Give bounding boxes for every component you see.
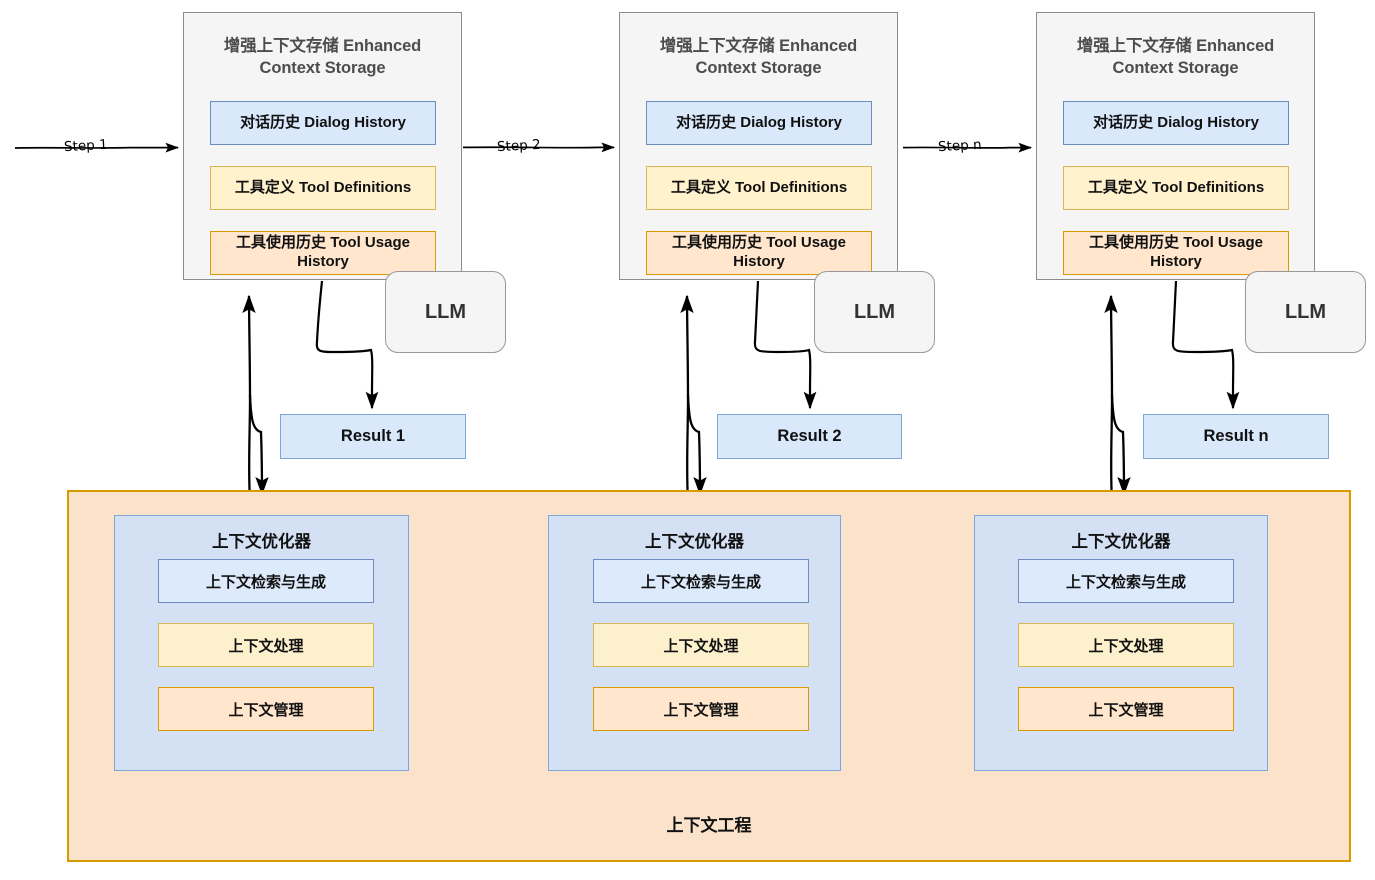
optimizer-title: 上下文优化器 [645,533,744,551]
result-label: Result 1 [340,427,406,445]
llm-result-arrow-3 [1171,280,1240,410]
step-label-3: Step n [937,136,982,156]
optimizer-slot-management[interactable]: 上下文管理 [593,687,809,731]
slot-tool-definitions[interactable]: 工具定义 Tool Definitions [210,166,436,210]
enhanced-context-storage-card-1[interactable]: 增强上下文存储 Enhanced Context Storage 对话历史 Di… [183,12,462,280]
storage-optimizer-arrow-1 [242,294,269,501]
result-box-2[interactable]: Result 2 [717,414,902,459]
llm-box-2[interactable]: LLM [814,271,935,353]
optimizer-slot-management[interactable]: 上下文管理 [1018,687,1234,731]
llm-result-arrow-2 [753,280,817,410]
context-optimizer-1[interactable]: 上下文优化器 上下文检索与生成 上下文处理 上下文管理 [114,515,409,771]
optimizer-slot-management[interactable]: 上下文管理 [158,687,374,731]
slot-dialog-history[interactable]: 对话历史 Dialog History [210,101,436,145]
storage-card-title: 增强上下文存储 Enhanced Context Storage [659,37,858,78]
optimizer-slot-retrieval[interactable]: 上下文检索与生成 [158,559,374,603]
optimizer-title: 上下文优化器 [1071,533,1171,551]
context-engineering-label: 上下文工程 [666,816,752,835]
step-label-1: Step 1 [63,136,109,156]
optimizer-slot-processing[interactable]: 上下文处理 [158,623,374,667]
slot-tool-usage-history[interactable]: 工具使用历史 Tool Usage History [210,231,436,275]
slot-tool-usage-history[interactable]: 工具使用历史 Tool Usage History [1063,231,1289,275]
context-optimizer-2[interactable]: 上下文优化器 上下文检索与生成 上下文处理 上下文管理 [548,515,841,771]
slot-dialog-history[interactable]: 对话历史 Dialog History [646,101,872,145]
optimizer-slot-retrieval[interactable]: 上下文检索与生成 [1018,559,1234,603]
enhanced-context-storage-card-2[interactable]: 增强上下文存储 Enhanced Context Storage 对话历史 Di… [619,12,898,280]
llm-label: LLM [853,300,896,323]
result-label: Result n [1203,427,1269,445]
storage-card-title: 增强上下文存储 Enhanced Context Storage [223,37,422,78]
result-box-3[interactable]: Result n [1143,414,1329,459]
step-label-2: Step 2 [496,136,542,156]
llm-label: LLM [424,300,467,323]
slot-tool-definitions[interactable]: 工具定义 Tool Definitions [1063,166,1289,210]
optimizer-slot-processing[interactable]: 上下文处理 [1018,623,1234,667]
slot-tool-definitions[interactable]: 工具定义 Tool Definitions [646,166,872,210]
result-box-1[interactable]: Result 1 [280,414,466,459]
context-optimizer-3[interactable]: 上下文优化器 上下文检索与生成 上下文处理 上下文管理 [974,515,1268,771]
storage-optimizer-arrow-2 [680,294,707,501]
llm-label: LLM [1284,300,1327,323]
llm-box-1[interactable]: LLM [385,271,506,353]
optimizer-title: 上下文优化器 [212,533,311,551]
result-label: Result 2 [777,427,842,445]
slot-tool-usage-history[interactable]: 工具使用历史 Tool Usage History [646,231,872,275]
storage-optimizer-arrow-3 [1104,294,1131,501]
optimizer-slot-retrieval[interactable]: 上下文检索与生成 [593,559,809,603]
storage-card-title: 增强上下文存储 Enhanced Context Storage [1076,37,1275,78]
llm-result-arrow-1 [315,280,379,410]
enhanced-context-storage-card-3[interactable]: 增强上下文存储 Enhanced Context Storage 对话历史 Di… [1036,12,1315,280]
llm-box-3[interactable]: LLM [1245,271,1366,353]
slot-dialog-history[interactable]: 对话历史 Dialog History [1063,101,1289,145]
optimizer-slot-processing[interactable]: 上下文处理 [593,623,809,667]
